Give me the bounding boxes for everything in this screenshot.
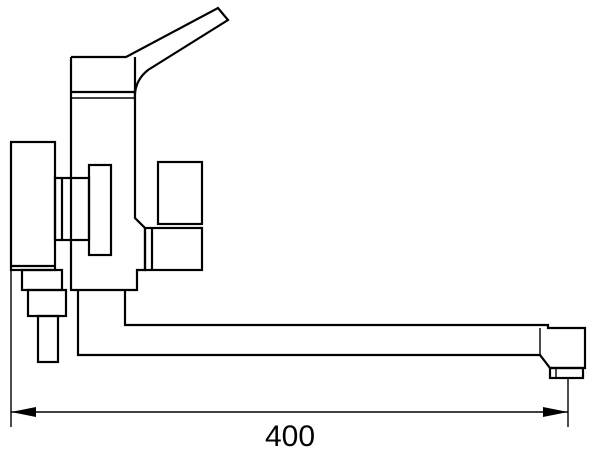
dimension-line: 400 (10, 270, 569, 453)
aerator (548, 366, 585, 380)
inlet-connector (20, 268, 68, 364)
spout (76, 290, 587, 370)
arrow-right-icon (543, 407, 568, 417)
lever-handle (71, 6, 230, 101)
wall-plate (9, 140, 57, 272)
arrow-left-icon (11, 407, 36, 417)
right-coupling-nut (143, 160, 204, 272)
valve-body (69, 57, 147, 292)
left-coupling-nut (53, 163, 113, 257)
dimension-value: 400 (265, 420, 315, 453)
